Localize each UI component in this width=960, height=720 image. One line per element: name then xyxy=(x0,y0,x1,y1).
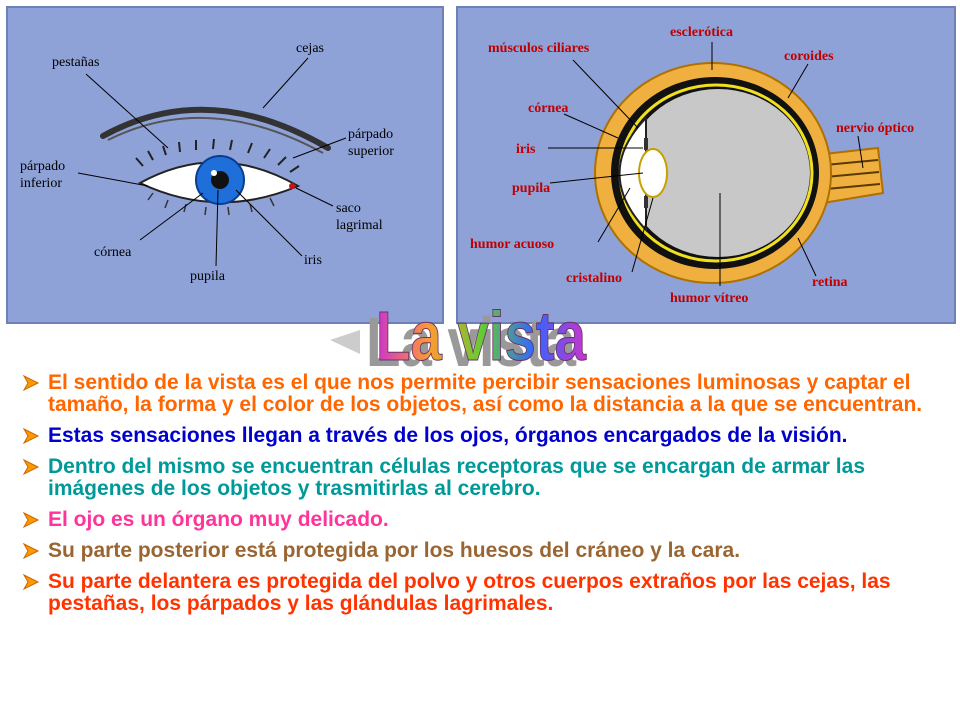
bullet-6-text: Su parte delantera es protegida del polv… xyxy=(48,570,891,615)
lens-shape xyxy=(638,148,668,198)
label-humor-vitreo: humor vítreo xyxy=(670,291,748,306)
label-cornea: córnea xyxy=(94,245,132,260)
label-iris-interna: iris xyxy=(516,142,536,157)
bullet-6: Su parte delantera es protegida del polv… xyxy=(22,571,952,615)
eye-highlight-shape xyxy=(211,170,217,176)
bullet-5: Su parte posterior está protegida por lo… xyxy=(22,540,952,562)
label-cornea-interna: córnea xyxy=(528,101,568,116)
lower-eyelashes-shape xyxy=(147,192,275,216)
slide-title: La vista La vista xyxy=(330,297,587,372)
label-parpado-inferior-2: inferior xyxy=(20,176,62,191)
label-pupila: pupila xyxy=(190,269,226,284)
bullet-2: Estas sensaciones llegan a través de los… xyxy=(22,425,952,447)
label-cejas: cejas xyxy=(296,41,324,56)
label-coroides: coroides xyxy=(784,49,834,64)
eyebrow-hair-shape xyxy=(107,116,324,154)
label-parpado-superior-1: párpado xyxy=(348,127,393,142)
bullet-list: El sentido de la vista es el que nos per… xyxy=(22,372,952,624)
label-musculos-ciliares: músculos ciliares xyxy=(488,41,590,56)
bullet-arrow-icon xyxy=(22,458,40,476)
vitreous-humor-shape xyxy=(626,89,810,257)
bullet-arrow-icon xyxy=(22,374,40,392)
label-pestanas: pestañas xyxy=(52,55,99,70)
internal-eye-diagram: esclerótica músculos ciliares coroides c… xyxy=(470,25,914,306)
title-text: La vista xyxy=(376,297,587,372)
bullet-3: Dentro del mismo se encuentran células r… xyxy=(22,456,952,500)
label-pupila-interna: pupila xyxy=(512,181,550,196)
bullet-5-text: Su parte posterior está protegida por lo… xyxy=(48,539,741,562)
label-saco-lagrimal-2: lagrimal xyxy=(336,218,383,233)
label-saco-lagrimal-1: saco xyxy=(336,201,361,216)
bullet-1: El sentido de la vista es el que nos per… xyxy=(22,372,952,416)
label-cristalino: cristalino xyxy=(566,271,622,286)
upper-eyelashes-shape xyxy=(135,138,300,173)
internal-eye-panel: esclerótica músculos ciliares coroides c… xyxy=(456,6,956,324)
external-eye-panel: pestañas cejas párpado superior párpado … xyxy=(6,6,444,324)
bullet-4: El ojo es un órgano muy delicado. xyxy=(22,509,952,531)
bullet-arrow-icon xyxy=(22,427,40,445)
label-nervio-optico: nervio óptico xyxy=(836,121,914,136)
bullet-2-text: Estas sensaciones llegan a través de los… xyxy=(48,424,848,447)
label-parpado-superior-2: superior xyxy=(348,144,394,159)
tear-duct-shape xyxy=(289,183,295,189)
title-shadow-text: La vista xyxy=(366,303,577,372)
label-parpado-inferior-1: párpado xyxy=(20,159,65,174)
label-esclerotica: esclerótica xyxy=(670,25,733,40)
external-eye-diagram: pestañas cejas párpado superior párpado … xyxy=(20,41,394,284)
bullet-4-text: El ojo es un órgano muy delicado. xyxy=(48,508,389,531)
bullet-3-text: Dentro del mismo se encuentran células r… xyxy=(48,455,866,500)
bullet-arrow-icon xyxy=(22,542,40,560)
bullet-1-text: El sentido de la vista es el que nos per… xyxy=(48,371,923,416)
bullet-arrow-icon xyxy=(22,573,40,591)
eyebrow-shape xyxy=(100,106,331,151)
label-retina: retina xyxy=(812,275,848,290)
bullet-arrow-icon xyxy=(22,511,40,529)
label-iris: iris xyxy=(304,253,322,268)
label-humor-acuoso: humor acuoso xyxy=(470,237,554,252)
title-shadow-shape xyxy=(330,330,360,354)
